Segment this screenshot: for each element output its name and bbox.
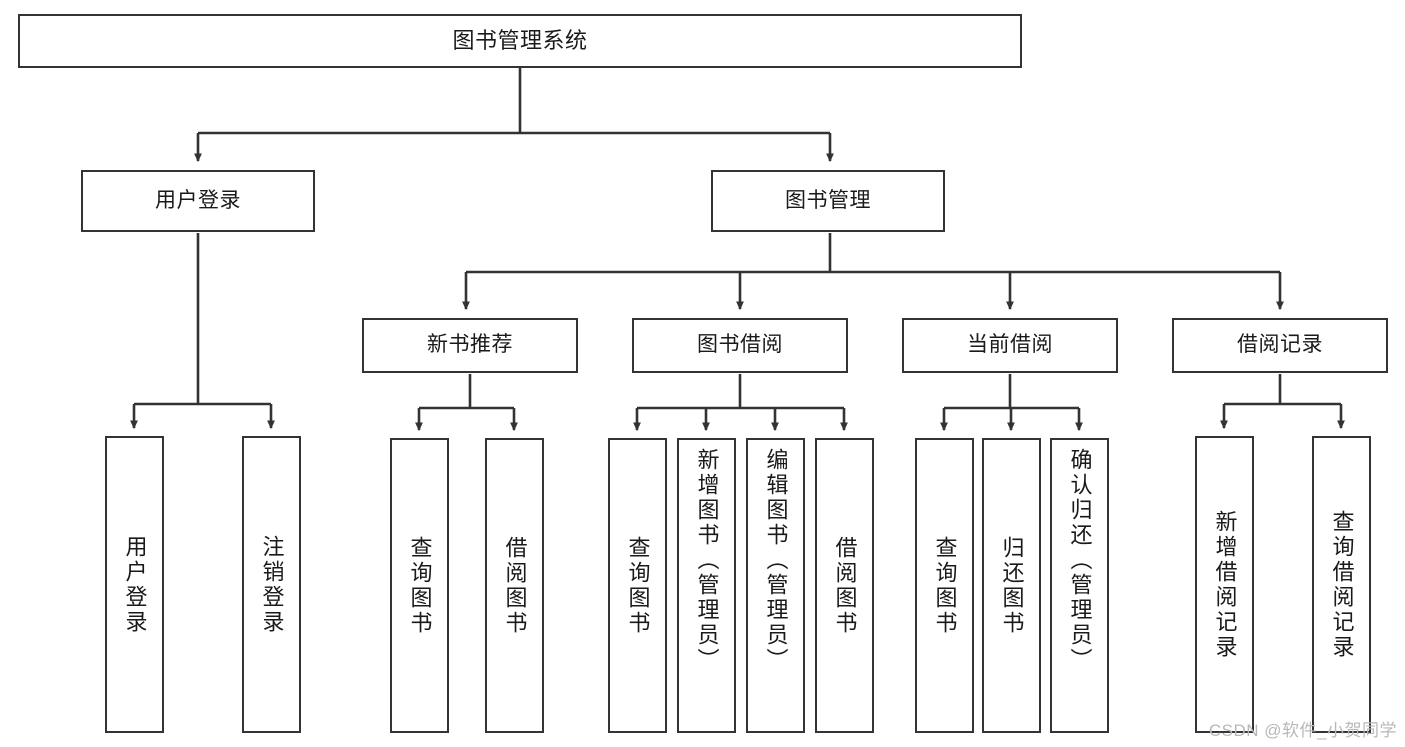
leaf-query-borrow-record[interactable]: 查询借阅记录 bbox=[1312, 436, 1371, 733]
node-book-manage-label: 图书管理 bbox=[785, 188, 871, 212]
leaf-query-book-current[interactable]: 查询图书 bbox=[915, 438, 974, 733]
node-current-borrow-label: 当前借阅 bbox=[967, 333, 1053, 357]
leaf-query-book-rec-label: 查询图书 bbox=[407, 535, 433, 636]
leaf-add-borrow-record[interactable]: 新增借阅记录 bbox=[1195, 436, 1254, 733]
node-current-borrow[interactable]: 当前借阅 bbox=[902, 318, 1118, 373]
node-book-borrow[interactable]: 图书借阅 bbox=[632, 318, 848, 373]
leaf-query-book-current-label: 查询图书 bbox=[932, 535, 958, 636]
node-root[interactable]: 图书管理系统 bbox=[18, 14, 1022, 68]
leaf-add-book-admin-label: 新增图书（管理员） bbox=[694, 448, 720, 673]
leaf-user-login-label: 用户登录 bbox=[122, 534, 148, 635]
leaf-confirm-return-admin-label: 确认归还（管理员） bbox=[1067, 448, 1093, 673]
leaf-add-book-admin[interactable]: 新增图书（管理员） bbox=[677, 438, 736, 733]
leaf-borrow-book-rec[interactable]: 借阅图书 bbox=[485, 438, 544, 733]
leaf-return-book-label: 归还图书 bbox=[999, 535, 1025, 636]
leaf-query-book-rec[interactable]: 查询图书 bbox=[390, 438, 449, 733]
leaf-logout-label: 注销登录 bbox=[259, 534, 285, 635]
node-root-label: 图书管理系统 bbox=[452, 28, 588, 54]
connectors bbox=[130, 68, 1345, 432]
leaf-add-borrow-record-label: 新增借阅记录 bbox=[1212, 509, 1238, 660]
node-user-login[interactable]: 用户登录 bbox=[81, 170, 315, 232]
leaf-query-book-borrow[interactable]: 查询图书 bbox=[608, 438, 667, 733]
leaf-query-book-borrow-label: 查询图书 bbox=[625, 535, 651, 636]
leaf-edit-book-admin[interactable]: 编辑图书（管理员） bbox=[746, 438, 805, 733]
node-borrow-record[interactable]: 借阅记录 bbox=[1172, 318, 1388, 373]
leaf-borrow-book-rec-label: 借阅图书 bbox=[502, 535, 528, 636]
leaf-edit-book-admin-label: 编辑图书（管理员） bbox=[763, 448, 789, 673]
node-new-book-recommend-label: 新书推荐 bbox=[427, 333, 513, 357]
node-user-login-label: 用户登录 bbox=[155, 188, 241, 212]
node-borrow-record-label: 借阅记录 bbox=[1237, 333, 1323, 357]
leaf-borrow-book-borrow-label: 借阅图书 bbox=[832, 535, 858, 636]
leaf-query-borrow-record-label: 查询借阅记录 bbox=[1329, 509, 1355, 660]
node-book-manage[interactable]: 图书管理 bbox=[711, 170, 945, 232]
leaf-logout[interactable]: 注销登录 bbox=[242, 436, 301, 733]
leaf-confirm-return-admin[interactable]: 确认归还（管理员） bbox=[1050, 438, 1109, 733]
node-new-book-recommend[interactable]: 新书推荐 bbox=[362, 318, 578, 373]
leaf-borrow-book-borrow[interactable]: 借阅图书 bbox=[815, 438, 874, 733]
leaf-return-book[interactable]: 归还图书 bbox=[982, 438, 1041, 733]
leaf-user-login[interactable]: 用户登录 bbox=[105, 436, 164, 733]
node-book-borrow-label: 图书借阅 bbox=[697, 333, 783, 357]
